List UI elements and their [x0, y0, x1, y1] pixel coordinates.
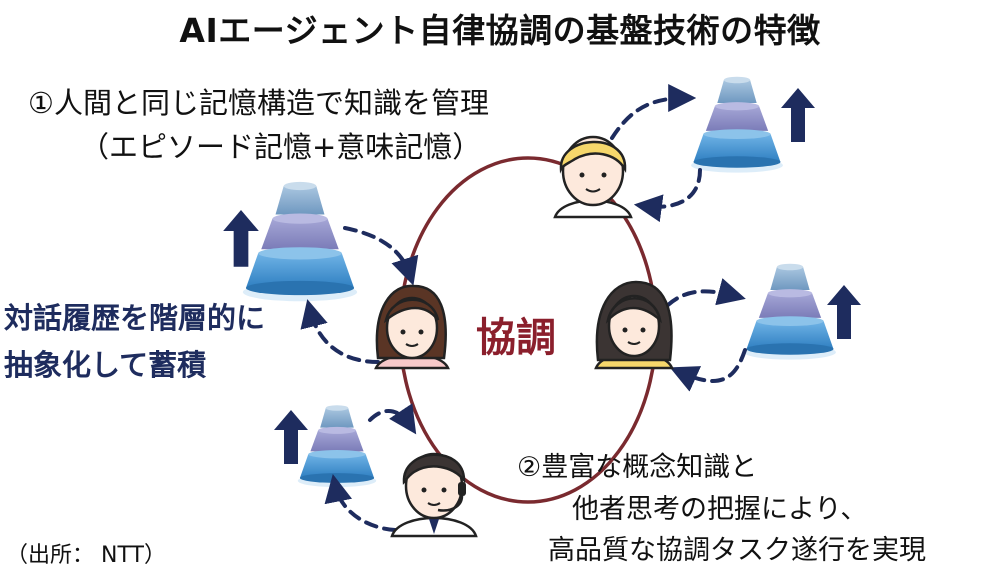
pyramid-icon	[744, 263, 836, 360]
pyramid-icon	[242, 181, 358, 302]
flow-arrow	[666, 278, 746, 307]
feature2-line2: 他者思考の把握により、	[572, 494, 868, 525]
person-icon	[594, 280, 674, 370]
dialogue-note-line2: 抽象化して蓄積	[4, 348, 207, 382]
flow-arrow	[343, 226, 419, 286]
headset-icon	[437, 482, 466, 512]
arrow-up-icon	[781, 88, 815, 142]
dialogue-note-line1: 対話履歴を階層的に	[4, 301, 266, 335]
source-note: （出所： NTT）	[6, 543, 166, 568]
flow-arrow	[633, 168, 702, 223]
arrow-up-icon	[827, 285, 861, 339]
page-title: AIエージェント自律協調の基盤技術の特徴	[179, 11, 821, 50]
feature1-line1: ①人間と同じ記憶構造で知識を管理	[28, 86, 489, 120]
feature1-line2: （エピソード記憶+意味記憶）	[80, 130, 482, 164]
flow-arrow	[300, 299, 380, 364]
flow-arrow	[368, 403, 417, 435]
feature2-line1: ②豊富な概念知識と	[517, 452, 758, 483]
flow-arrow	[610, 84, 697, 140]
arrow-up-icon	[274, 410, 308, 464]
person-icon	[374, 284, 450, 370]
flow-arrow	[324, 474, 397, 532]
person-icon	[390, 452, 478, 538]
person-icon	[553, 135, 633, 219]
pyramid-icon	[297, 405, 377, 488]
flow-arrow	[669, 348, 747, 392]
arrow-up-icon	[223, 210, 259, 267]
collaboration-label: 協調	[476, 315, 556, 361]
feature2-line3: 高品質な協調タスク遂行を実現	[548, 535, 926, 566]
pyramid-icon	[691, 76, 783, 173]
